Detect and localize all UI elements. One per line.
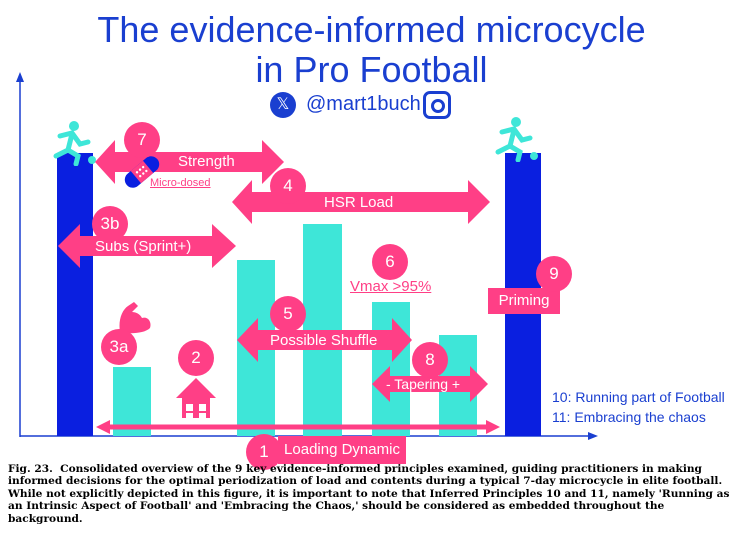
- figure-caption: Fig. 23. Consolidated overview of the 9 …: [8, 463, 736, 525]
- figure-title-line2: in Pro Football: [255, 49, 488, 90]
- instagram-icon: [423, 91, 451, 119]
- possible-shuffle-label: Possible Shuffle: [270, 332, 378, 349]
- bar-day-5: [372, 302, 410, 436]
- principle-7-marker: 7: [124, 122, 160, 158]
- priming-box: Priming: [488, 288, 560, 314]
- flexed-arm-icon: [119, 302, 151, 334]
- possible-shuffle-arrow: [237, 318, 412, 362]
- micro-dosed-label: Micro-dosed: [150, 177, 211, 189]
- loading-dynamic-box: Loading Dynamic: [278, 436, 406, 464]
- caption-text: Consolidated overview of the 9 key evide…: [8, 463, 730, 525]
- bar-match-day-left: [57, 153, 93, 436]
- principle-6-marker: 6: [372, 244, 408, 280]
- social-handle: @mart1buch: [306, 93, 421, 115]
- x-logo-icon: 𝕏: [270, 92, 296, 118]
- figure-title-line1: The evidence-informed microcycle: [97, 9, 646, 50]
- caption-label: Fig. 23.: [8, 463, 53, 475]
- x-axis-arrowhead: [588, 432, 598, 440]
- loading-dynamic-arrowhead-right: [486, 420, 500, 434]
- strength-arrow: [95, 140, 284, 184]
- hsr-load-label: HSR Load: [324, 194, 394, 211]
- hsr-load-arrow: [232, 180, 490, 224]
- house-icon: [176, 378, 216, 418]
- vmax-label: Vmax >95%: [350, 278, 432, 295]
- principle-1-marker: 1: [246, 434, 282, 470]
- side-note-11: 11: Embracing the chaos: [552, 409, 706, 425]
- runner-icon-right: [495, 117, 538, 162]
- principle-8-marker: 8: [412, 342, 448, 378]
- principle-3b-marker: 3b: [92, 206, 128, 242]
- subs-arrow: [58, 224, 236, 268]
- principle-9-marker: 9: [536, 256, 572, 292]
- tapering-label: - Tapering +: [386, 376, 461, 392]
- runner-icon-left: [53, 121, 96, 166]
- bandage-icon: [124, 156, 160, 188]
- strength-label: Strength: [178, 153, 235, 170]
- principle-4-marker: 4: [270, 168, 306, 204]
- subs-label: Subs (Sprint+): [95, 238, 192, 255]
- principle-5-marker: 5: [270, 296, 306, 332]
- loading-dynamic-arrowhead-left: [96, 420, 110, 434]
- tapering-arrow: [372, 366, 488, 402]
- side-note-10: 10: Running part of Football: [552, 389, 725, 405]
- principle-3a-marker: 3a: [101, 329, 137, 365]
- y-axis-arrowhead: [16, 72, 24, 82]
- principle-2-marker: 2: [178, 340, 214, 376]
